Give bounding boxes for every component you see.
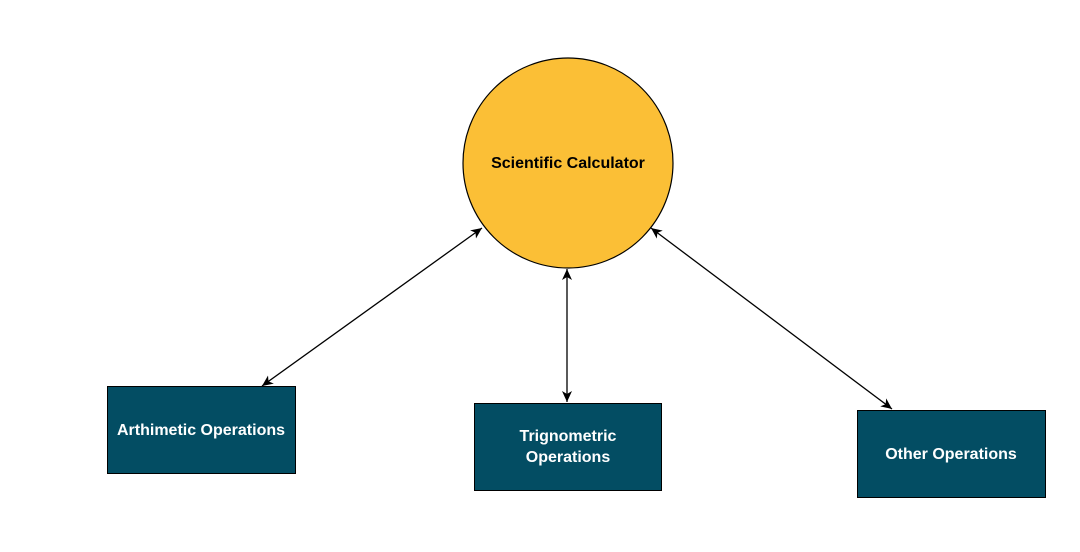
node-box-other <box>857 410 1046 498</box>
node-box-arithmetic <box>107 386 296 474</box>
center-node-circle <box>462 57 674 269</box>
edge-center-other <box>650 227 893 410</box>
edge-center-arithmetic <box>261 227 483 387</box>
node-box-trigonometric <box>474 403 662 491</box>
